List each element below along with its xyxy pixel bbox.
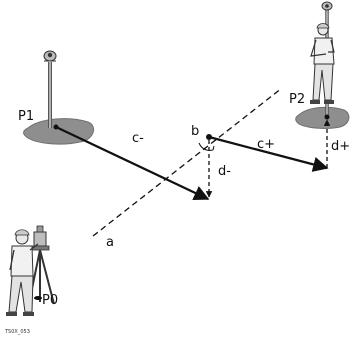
label-d-plus: d+: [331, 139, 350, 154]
surveyor-with-total-station-p0-icon: [6, 225, 55, 316]
ground-patch-p2: [295, 106, 350, 129]
label-c-plus: c+: [257, 137, 275, 152]
label-p2: P2: [289, 92, 305, 107]
reference-line-a: [92, 87, 283, 237]
point-p2-marker: [324, 114, 330, 120]
offset-line-c-plus: [208, 135, 329, 172]
label-p1: P1: [18, 109, 34, 124]
label-d-minus: d-: [218, 164, 231, 179]
right-angle-arc: [198, 142, 214, 151]
offset-line-c-minus: [55, 126, 210, 201]
label-c-minus: c-: [132, 131, 144, 146]
label-a: a: [106, 235, 114, 250]
figure-id: TS0X_053: [4, 329, 30, 335]
ground-patch-p1: [23, 118, 95, 145]
surveyor-with-prism-p2-icon: [310, 1, 335, 116]
point-p1-marker: [53, 124, 59, 130]
label-b: b: [191, 124, 199, 139]
label-p0: P0: [42, 293, 58, 308]
prism-pole-p1-icon: [43, 50, 57, 128]
